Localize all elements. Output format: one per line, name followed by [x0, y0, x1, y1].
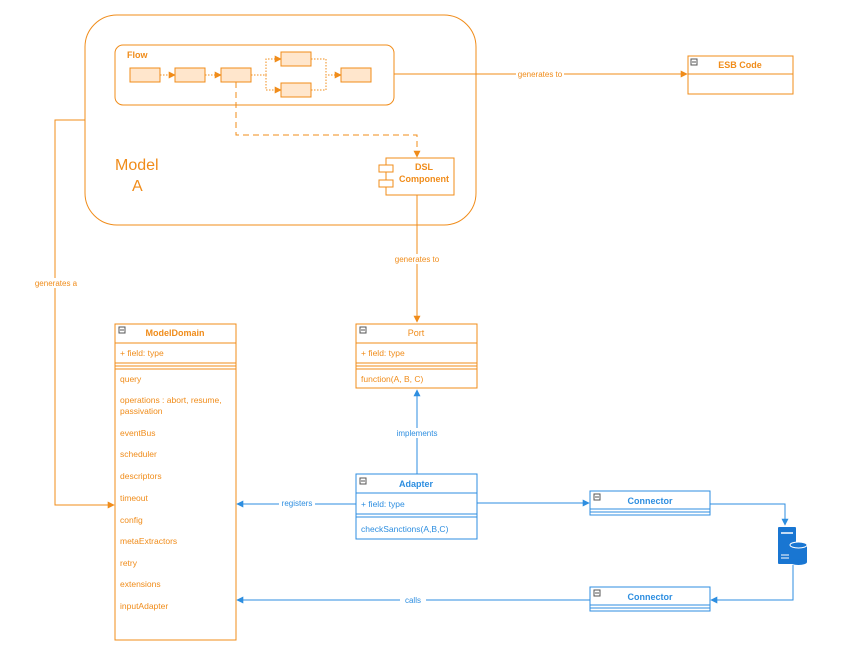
server-to-connector-edge	[710, 565, 794, 604]
database-icon[interactable]	[789, 541, 808, 565]
port-collapse-icon[interactable]	[359, 326, 367, 334]
flow-step-branch-bottom[interactable]	[280, 82, 312, 98]
model-domain-field: + field: type	[120, 348, 164, 358]
flow-step-2[interactable]	[174, 67, 206, 83]
model-domain-method: operations : abort, resume,	[120, 395, 222, 405]
port-title: Port	[408, 328, 425, 338]
adapter-class[interactable]	[355, 473, 478, 540]
connector-top-title: Connector	[628, 496, 673, 506]
model-domain-method: extensions	[120, 579, 161, 589]
flow-container[interactable]	[114, 44, 395, 106]
edge-label-generates-a: generates a	[35, 279, 78, 288]
edge-label-calls: calls	[405, 596, 421, 605]
dsl-component[interactable]	[378, 157, 455, 196]
flow-step-branch-top[interactable]	[280, 51, 312, 67]
adapter-title: Adapter	[399, 479, 434, 489]
dsl-component-label-line2: Component	[399, 174, 449, 184]
model-to-domain-edge	[54, 119, 115, 509]
model-domain-method: timeout	[120, 493, 149, 503]
model-domain-methods: query operations : abort, resume,passivat…	[120, 374, 222, 611]
model-domain-method: config	[120, 515, 143, 525]
esb-code-class[interactable]	[687, 55, 794, 95]
dsl-component-port-bottom	[378, 179, 394, 188]
model-domain-class[interactable]	[114, 323, 237, 641]
port-class[interactable]	[355, 323, 478, 389]
connector-bottom-class[interactable]	[589, 586, 711, 612]
flow-connectors	[160, 55, 342, 94]
model-domain-method: descriptors	[120, 471, 162, 481]
model-a-label-line2: A	[132, 178, 143, 195]
edge-label-implements: implements	[397, 429, 438, 438]
adapter-method: checkSanctions(A,B,C)	[361, 524, 449, 534]
flow-to-dsl-edge	[235, 82, 421, 158]
model-domain-title: ModelDomain	[145, 328, 204, 338]
esb-collapse-icon[interactable]	[690, 58, 698, 66]
model-domain-method: query	[120, 374, 142, 384]
dsl-component-port-top	[378, 164, 394, 173]
edge-label-generates-to-port: generates to	[395, 255, 440, 264]
esb-code-title: ESB Code	[718, 60, 762, 70]
connector-to-server-edge	[710, 503, 789, 526]
flow-step-3[interactable]	[220, 67, 252, 83]
adapter-collapse-icon[interactable]	[359, 477, 367, 485]
model-domain-method: eventBus	[120, 428, 155, 438]
flow-title: Flow	[127, 50, 148, 60]
connector-top-collapse-icon[interactable]	[593, 493, 601, 501]
model-domain-method: metaExtractors	[120, 536, 177, 546]
connector-top-class[interactable]	[589, 490, 711, 516]
model-domain-method: scheduler	[120, 449, 157, 459]
edge-label-registers: registers	[282, 499, 313, 508]
port-field: + field: type	[361, 348, 405, 358]
model-domain-method: retry	[120, 558, 138, 568]
connector-bottom-collapse-icon[interactable]	[593, 589, 601, 597]
port-method: function(A, B, C)	[361, 374, 424, 384]
flow-step-final[interactable]	[340, 67, 372, 83]
dsl-component-label-line1: DSL	[415, 162, 434, 172]
model-domain-collapse-icon[interactable]	[118, 326, 126, 334]
edge-label-generates-to-esb: generates to	[518, 70, 563, 79]
model-a-label-line1: Model	[115, 157, 159, 174]
flow-step-1[interactable]	[129, 67, 161, 83]
model-domain-method: inputAdapter	[120, 601, 168, 611]
connector-bottom-title: Connector	[628, 592, 673, 602]
model-domain-method: passivation	[120, 406, 163, 416]
adapter-field: + field: type	[361, 499, 405, 509]
